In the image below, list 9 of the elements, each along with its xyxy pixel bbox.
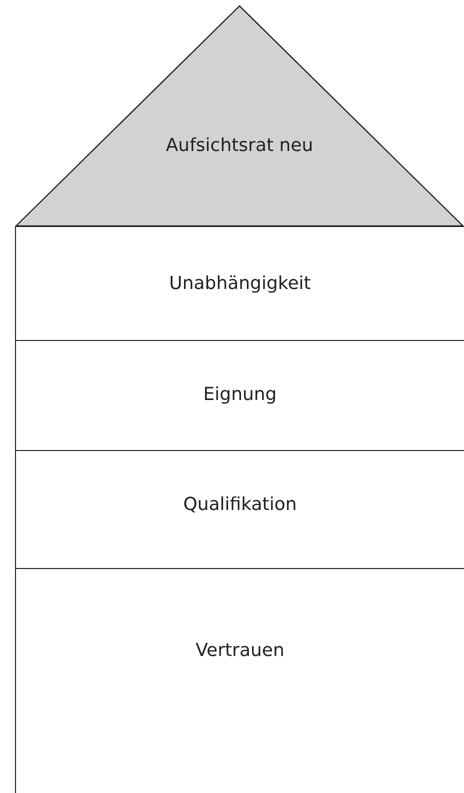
- band-label: Eignung: [203, 384, 277, 405]
- band-label: Vertrauen: [196, 640, 284, 661]
- pillar-band: [15, 226, 464, 341]
- pillar-band: [15, 340, 464, 451]
- band-label: Qualifikation: [183, 494, 297, 515]
- pillar-band: [15, 450, 464, 569]
- roof-label: Aufsichtsrat neu: [166, 135, 314, 156]
- band-label: Unabhängigkeit: [169, 273, 311, 294]
- pillar-band: [15, 568, 464, 793]
